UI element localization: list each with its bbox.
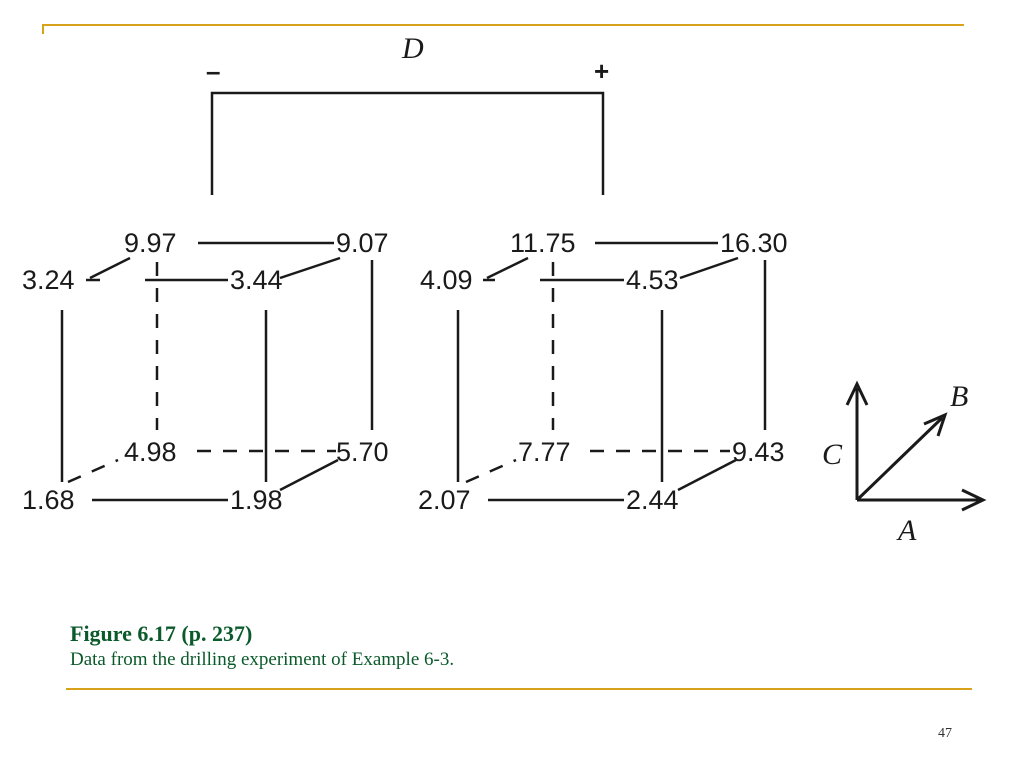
top-rule-tick bbox=[42, 24, 44, 34]
cube-minus-hidden-edges bbox=[67, 262, 336, 484]
cube-minus-edges bbox=[60, 241, 374, 502]
d-minus-sign: – bbox=[206, 56, 220, 86]
drilling-cube-diagram: D – + 9.97 9.07 3.24 3.44 4.98 5.70 1.68… bbox=[22, 32, 987, 547]
caption-title: Figure 6.17 (p. 237) bbox=[70, 621, 253, 646]
caption-text: Data from the drilling experiment of Exa… bbox=[70, 649, 455, 670]
axis-c-label: C bbox=[822, 438, 843, 471]
page-number: 47 bbox=[938, 726, 952, 741]
bottom-rule bbox=[66, 688, 972, 690]
cube-plus-hidden-edges bbox=[465, 262, 730, 484]
axis-arrows bbox=[845, 380, 987, 512]
cube-minus-back-bottom-right: 5.70 bbox=[336, 437, 389, 467]
cube-minus-back-bottom-left: 4.98 bbox=[124, 437, 177, 467]
factor-d-bracket bbox=[210, 91, 605, 195]
cube-plus-front-bottom-left: 2.07 bbox=[418, 485, 471, 515]
cube-plus-back-top-left: 11.75 bbox=[510, 228, 576, 258]
cube-plus-back-bottom-right: 9.43 bbox=[732, 437, 785, 467]
cube-plus-front-top-right: 4.53 bbox=[626, 265, 679, 295]
cube-minus-front-top-right: 3.44 bbox=[230, 265, 283, 295]
d-plus-sign: + bbox=[594, 56, 609, 86]
factor-d-label: D bbox=[401, 32, 424, 65]
cube-minus-front-bottom-right: 1.98 bbox=[230, 485, 283, 515]
cube-plus-edges bbox=[456, 241, 767, 502]
cube-minus-front-top-left: 3.24 bbox=[22, 265, 75, 295]
cube-plus-front-bottom-right: 2.44 bbox=[626, 485, 679, 515]
axis-b-arrow bbox=[855, 416, 944, 502]
cube-minus-back-top-right: 9.07 bbox=[336, 228, 389, 258]
top-rule bbox=[42, 24, 964, 26]
cube-plus-back-bottom-left: 7.77 bbox=[518, 437, 571, 467]
axis-b-label: B bbox=[950, 380, 968, 413]
cube-minus-back-top-left: 9.97 bbox=[124, 228, 177, 258]
axis-a-label: A bbox=[896, 514, 917, 547]
figure-caption: Figure 6.17 (p. 237) Data from the drill… bbox=[70, 620, 454, 672]
cube-plus-back-top-right: 16.30 bbox=[720, 228, 788, 258]
cube-minus-front-bottom-left: 1.68 bbox=[22, 485, 75, 515]
cube-plus-front-top-left: 4.09 bbox=[420, 265, 473, 295]
